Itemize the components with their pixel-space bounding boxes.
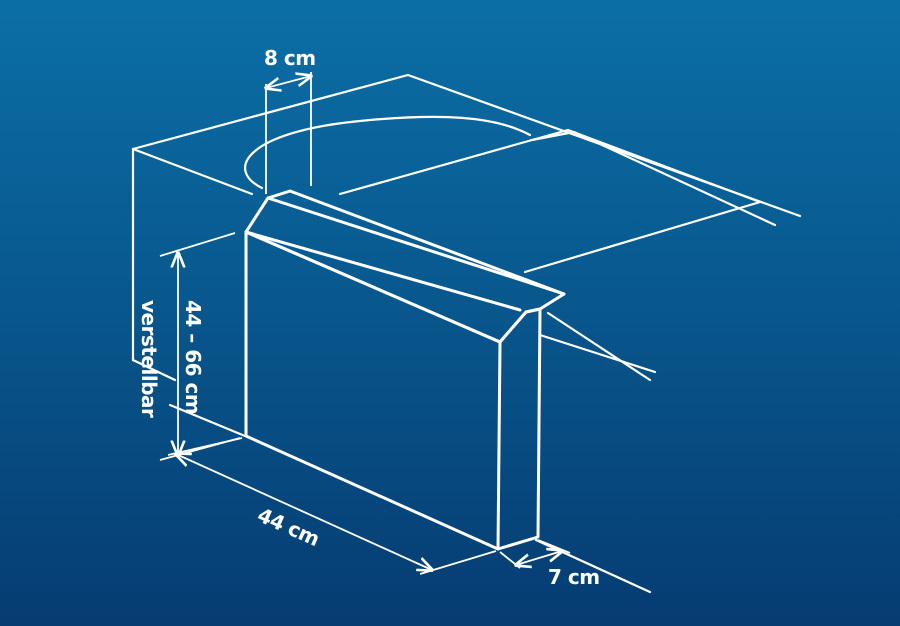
tub-floor-line-1 (546, 311, 652, 382)
bathtub-outline (131, 73, 802, 594)
label-depth: 44 cm (254, 503, 323, 551)
step-top-back-edge (266, 189, 566, 296)
dimension-depth: 44 cm (167, 437, 497, 575)
label-thickness: 7 cm (548, 565, 600, 589)
dimension-top-width: 8 cm (264, 46, 316, 194)
label-top-width: 8 cm (264, 46, 316, 70)
step-bevel-edge (244, 230, 522, 312)
tub-basin-curve (244, 115, 532, 190)
step-side-face (496, 307, 542, 551)
step-front-face (244, 230, 502, 551)
tub-board-edge (530, 130, 777, 227)
label-height-range: 44 – 66 cm (181, 300, 205, 414)
tub-rim-edge (131, 147, 254, 196)
step-block (244, 189, 566, 551)
step-top-surface (244, 196, 566, 344)
dimension-height: 44 – 66 cm verstellbar (137, 232, 241, 461)
tub-front-edge (131, 147, 177, 382)
tub-floor-line-2 (538, 333, 657, 374)
dimension-thickness: 7 cm (499, 539, 600, 589)
tub-top-edge (131, 73, 802, 218)
label-height-note: verstellbar (137, 300, 161, 418)
tub-seat-board (338, 128, 764, 274)
